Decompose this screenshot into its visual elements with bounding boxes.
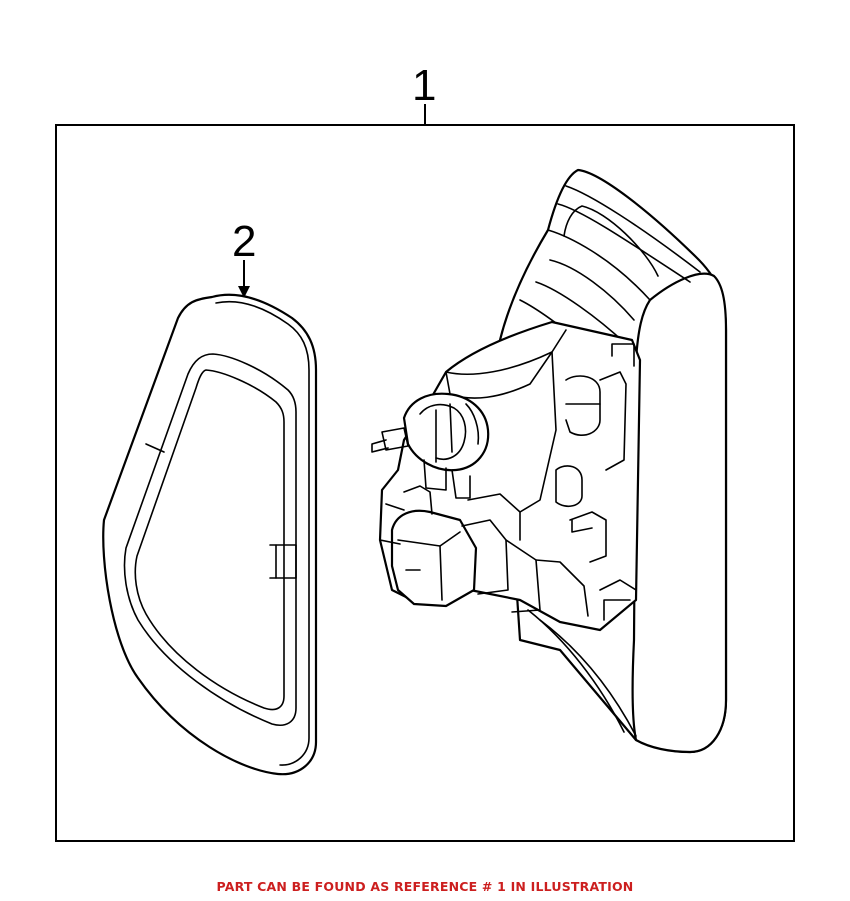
- assembly-frame: [55, 124, 795, 842]
- gasket-part: [102, 293, 318, 776]
- reference-note: PART CAN BE FOUND AS REFERENCE # 1 IN IL…: [216, 879, 634, 894]
- callout-2-arrow: [238, 260, 250, 298]
- callout-2-label: 2: [232, 217, 256, 266]
- tail-lamp-assembly: [371, 168, 728, 754]
- callout-1-label: 1: [412, 61, 436, 110]
- parts-diagram: 1 2: [55, 61, 795, 842]
